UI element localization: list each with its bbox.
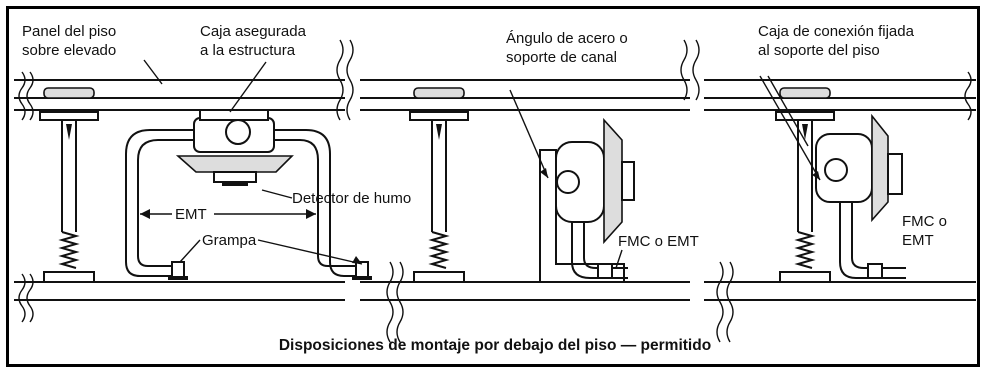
break-marks — [18, 39, 972, 343]
label-fmc-or-emt-2-line1: FMC o — [902, 213, 947, 230]
smoke-detector — [175, 155, 294, 186]
leader-box — [229, 61, 267, 113]
pedestal-3 — [775, 87, 835, 283]
junction-box-1 — [193, 109, 275, 153]
fmc-conduit-3 — [839, 202, 906, 279]
pedestal-2 — [409, 87, 469, 283]
emt-arrow — [140, 209, 316, 219]
label-smoke-detector: Detector de humo — [292, 190, 411, 207]
fmc-conduit-2 — [571, 222, 628, 279]
label-emt: EMT — [175, 206, 207, 223]
label-raised-floor-line2: sobre elevado — [22, 42, 116, 59]
leaders-section-2 — [509, 89, 623, 269]
figure-frame — [6, 6, 980, 367]
subfloor — [14, 281, 976, 301]
leaders-section-1 — [179, 189, 363, 265]
label-clamp: Grampa — [202, 232, 257, 249]
junction-box-3 — [815, 113, 903, 223]
leaders-section-3 — [759, 75, 821, 181]
label-box-secured-line2: a la estructura — [200, 42, 296, 59]
detector-section-2 — [555, 117, 635, 245]
label-junction-box-line2: al soporte del piso — [758, 42, 880, 59]
label-steel-angle-line1: Ángulo de acero o — [506, 30, 628, 47]
label-steel-angle-line2: soporte de canal — [506, 49, 617, 66]
label-junction-box-line1: Caja de conexión fijada — [758, 23, 915, 40]
raised-floor — [14, 79, 976, 111]
label-fmc-or-emt-2-line2: EMT — [902, 232, 934, 249]
label-box-secured-line1: Caja asegurada — [200, 23, 307, 40]
label-raised-floor-line1: Panel del piso — [22, 23, 116, 40]
pedestal-1 — [39, 87, 99, 283]
leader-panel — [143, 59, 163, 85]
clamps-section-1 — [168, 261, 372, 280]
emt-conduit-loop — [125, 129, 362, 277]
figure-caption: Disposiciones de montaje por debajo del … — [279, 337, 711, 354]
label-fmc-or-emt-1: FMC o EMT — [618, 233, 699, 250]
